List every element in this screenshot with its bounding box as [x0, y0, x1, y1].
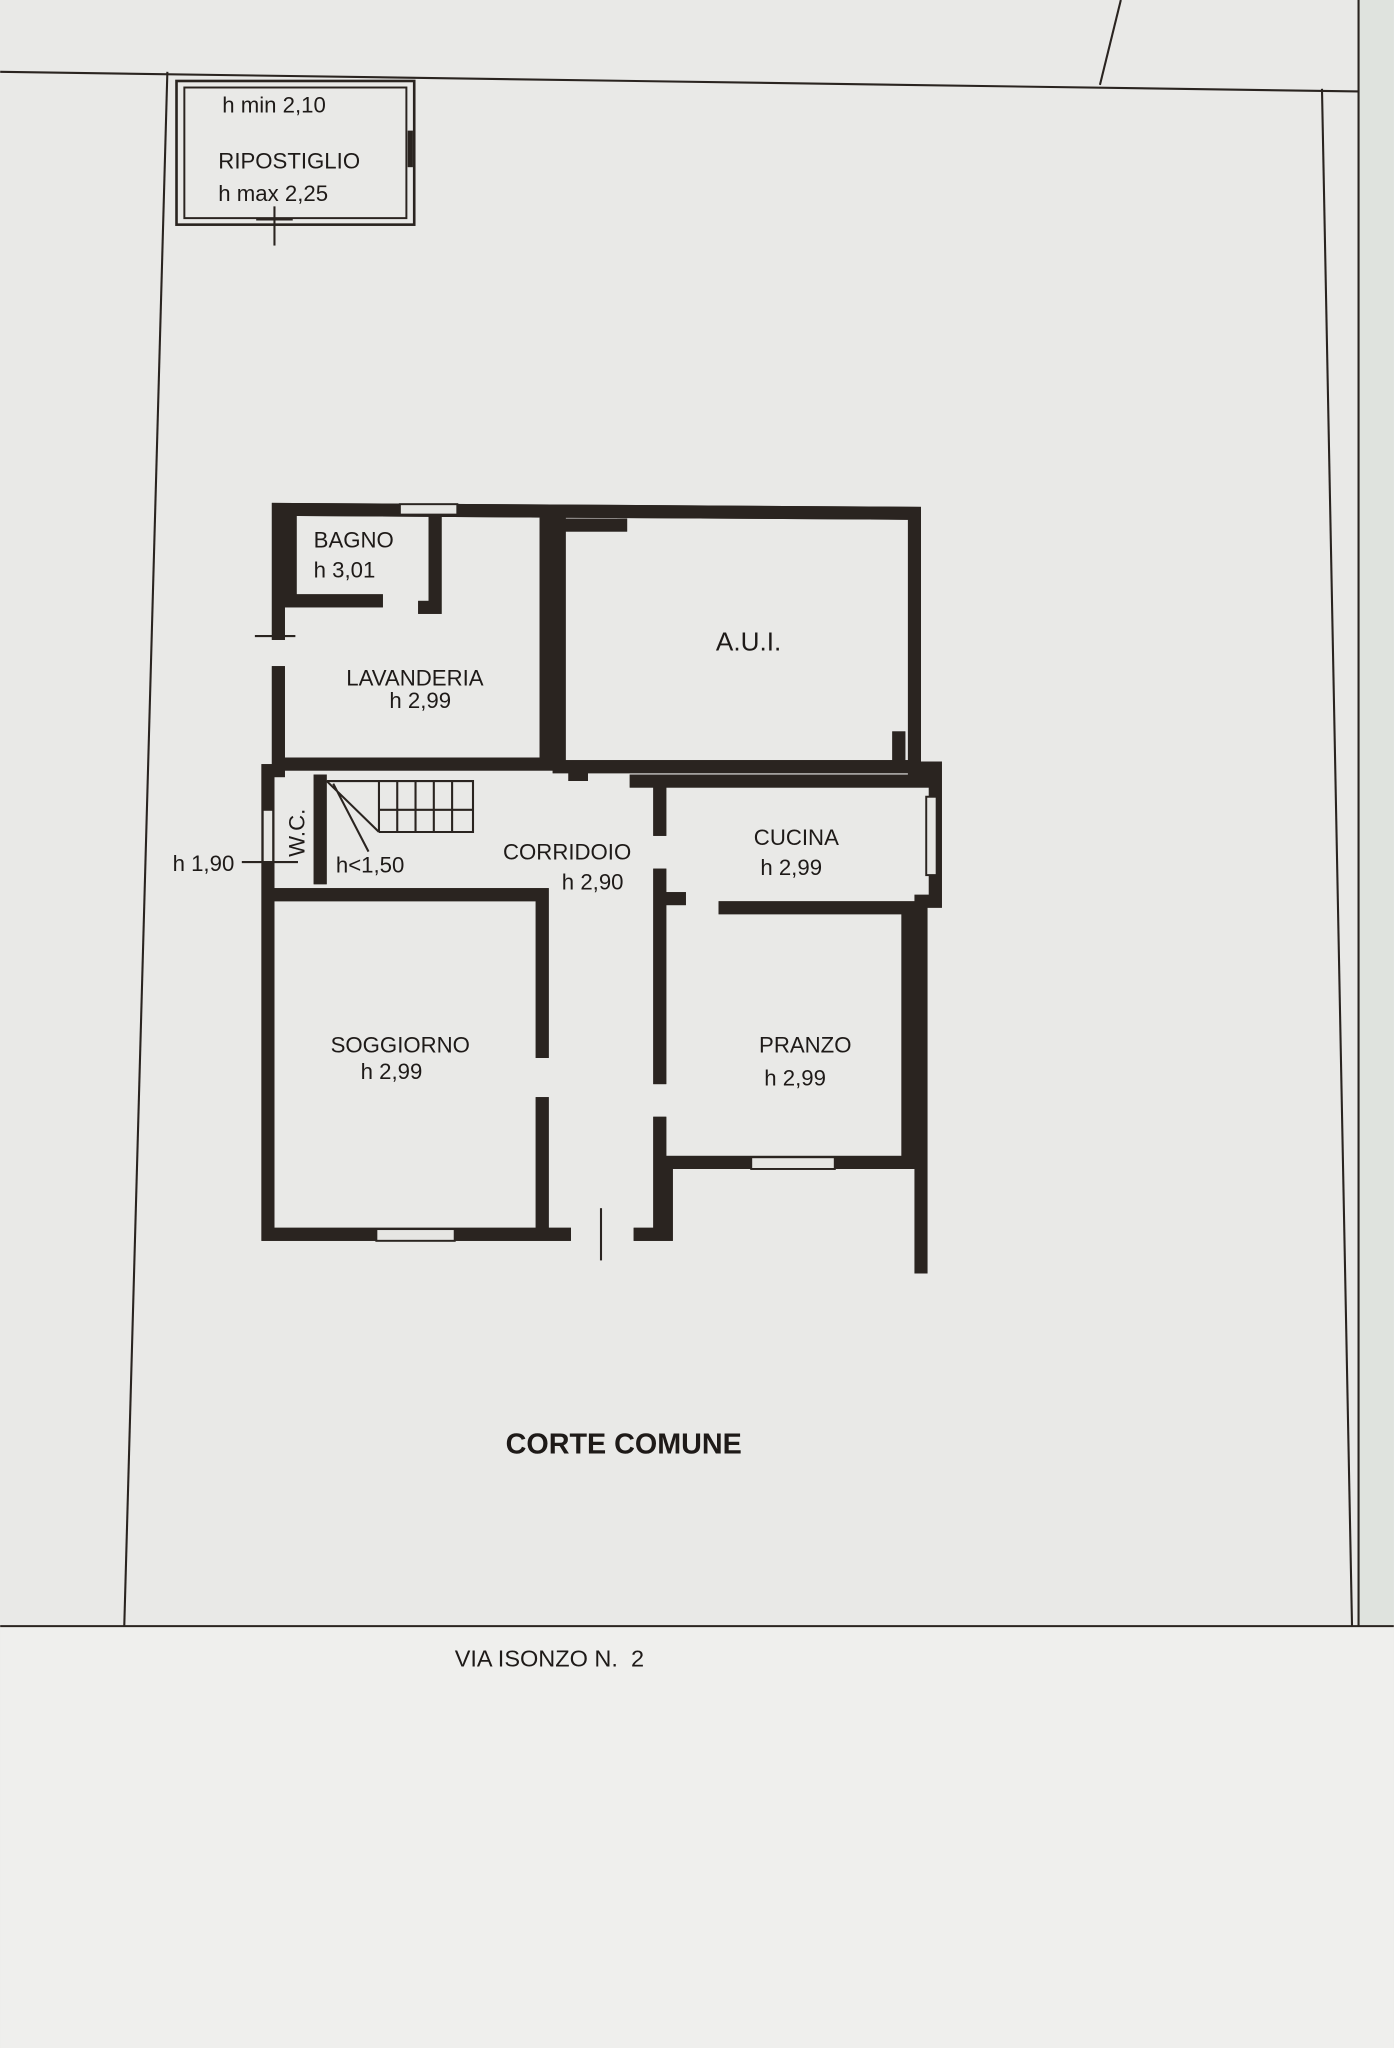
storage-label: RIPOSTIGLIO: [218, 148, 360, 173]
wc-height: h 1,90: [173, 851, 235, 876]
cucina-height: h 2,99: [760, 855, 822, 880]
staircase: [325, 780, 475, 853]
stair-height: h<1,50: [336, 852, 404, 877]
markers: [241, 635, 603, 1261]
bagno-height: h 3,01: [314, 557, 376, 582]
courtyard-label: CORTE COMUNE: [506, 1429, 742, 1461]
bagno-label: BAGNO: [314, 527, 394, 552]
street-label: VIA ISONZO N. 2: [455, 1646, 644, 1672]
storage-room: h min 2,10 RIPOSTIGLIO h max 2,25: [175, 79, 416, 246]
soggiorno-label: SOGGIORNO: [331, 1033, 470, 1058]
lavanderia-height: h 2,99: [389, 688, 451, 713]
wc-label: W.C.: [285, 809, 310, 857]
corridoio-label: CORRIDOIO: [503, 839, 631, 864]
corridoio-height: h 2,90: [562, 869, 624, 894]
storage-max-height: h max 2,25: [218, 181, 328, 206]
storage-min-height: h min 2,10: [222, 92, 326, 117]
pranzo-label: PRANZO: [759, 1033, 851, 1058]
soggiorno-height: h 2,99: [361, 1059, 423, 1084]
property-boundary: [0, 0, 1394, 1628]
cucina-label: CUCINA: [754, 825, 839, 850]
lavanderia-label: LAVANDERIA: [346, 666, 483, 691]
walls: [261, 502, 937, 1274]
pranzo-height: h 2,99: [764, 1065, 826, 1090]
aui-label: A.U.I.: [716, 626, 781, 656]
